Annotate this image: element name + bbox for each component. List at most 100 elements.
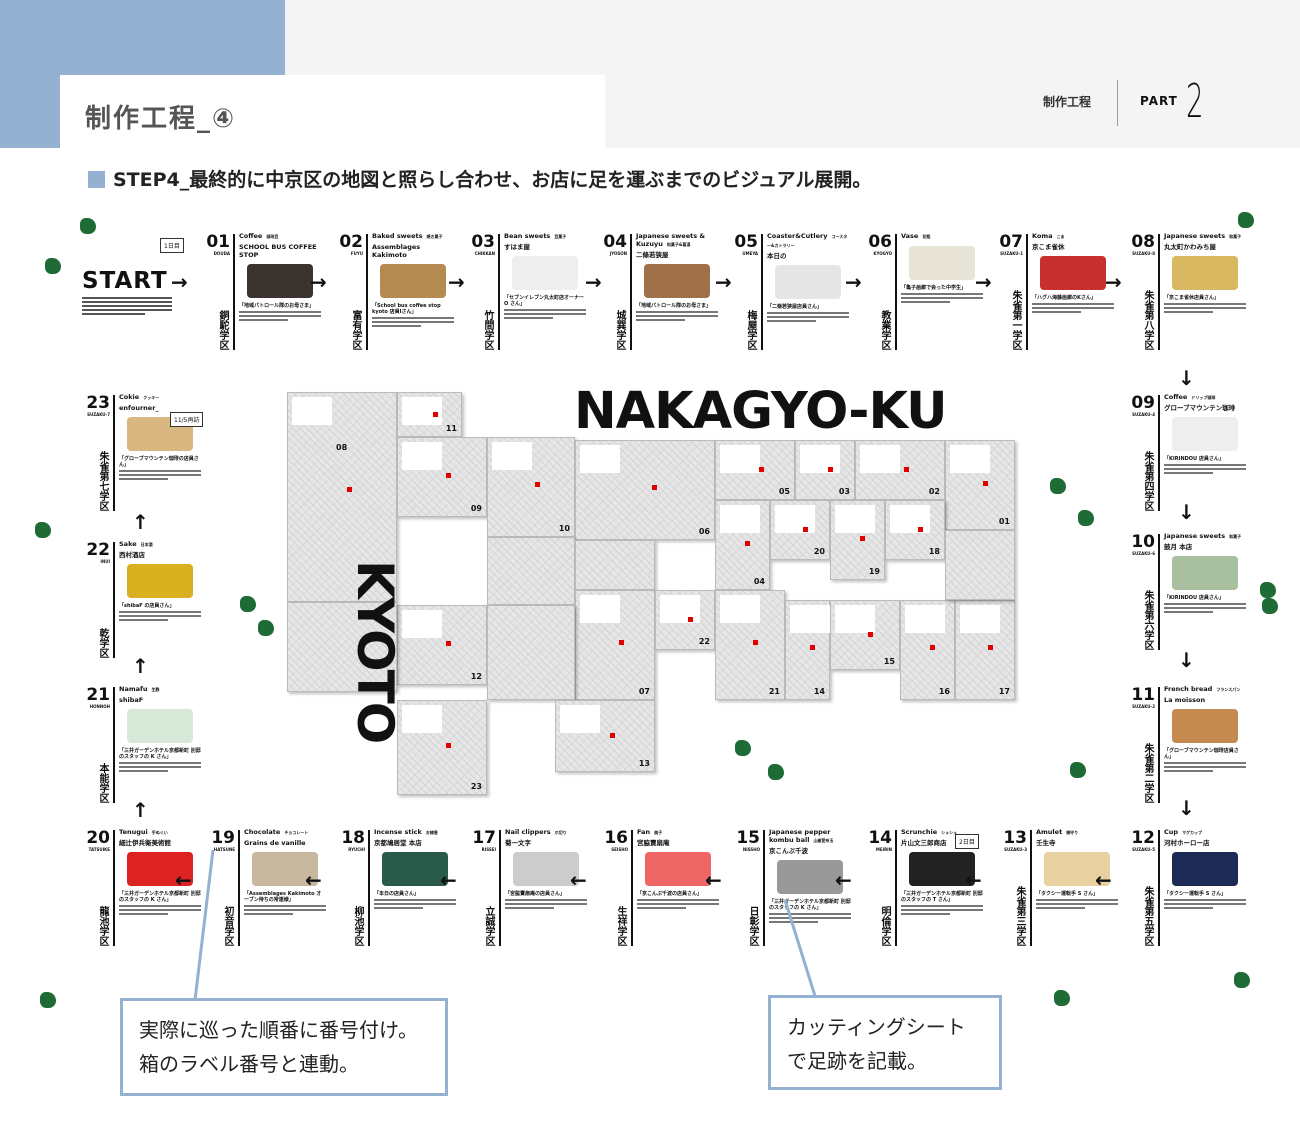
tree-icon — [80, 218, 96, 234]
item-category-jp: お線香 — [425, 830, 438, 835]
station-romaji: SUZAKU-8 — [1132, 251, 1155, 256]
map-block-note — [790, 605, 830, 633]
tree-icon — [1050, 478, 1066, 494]
section-label: 制作工程 — [1043, 95, 1092, 109]
station-romaji: HATSUNE — [213, 847, 235, 852]
map-block: 23 — [397, 700, 487, 795]
divider-line — [233, 234, 235, 350]
station-romaji: JYOSON — [609, 251, 627, 256]
station-romaji: FUYU — [350, 251, 363, 256]
location-marker-icon — [651, 485, 657, 491]
district-name: 富有学区 — [350, 310, 361, 350]
item-category-jp: 日本酒 — [140, 542, 153, 547]
map-block-label: 01 — [998, 517, 1010, 526]
station-romaji: CHIKKAN — [474, 251, 495, 256]
body-text-line — [119, 770, 169, 772]
tree-icon — [1070, 762, 1086, 778]
station-romaji: SUZAKU-2 — [1132, 704, 1155, 709]
body-text-line — [504, 309, 586, 311]
district-name: 乾学区 — [97, 628, 108, 658]
item-category-jp: 爪切り — [554, 830, 567, 835]
divider-line — [1026, 234, 1028, 350]
map-block: 22 — [655, 590, 715, 650]
body-text-line — [244, 913, 294, 915]
body-text-line — [1164, 762, 1246, 764]
body-text-line — [901, 301, 951, 303]
divider-line — [498, 234, 500, 350]
district-name: 立誠学区 — [483, 906, 494, 946]
map-block-note — [960, 605, 1000, 633]
body-text-line — [1164, 903, 1246, 905]
item-category-jp: チョコレート — [284, 830, 309, 835]
divider-line — [763, 830, 765, 946]
body-text-line — [637, 899, 719, 901]
map-block-note — [580, 445, 620, 473]
map-block-label: 20 — [813, 547, 825, 556]
map-block-label: 03 — [838, 487, 850, 496]
station-romaji: SUZAKU-3 — [1004, 847, 1027, 852]
map-block: 12 — [397, 605, 487, 685]
map-block — [945, 530, 1015, 600]
station-romaji: DOUDA — [213, 251, 230, 256]
item-photo — [1172, 556, 1238, 590]
route-arrow-icon: → — [310, 270, 327, 294]
location-marker-icon — [917, 527, 923, 533]
station-number: 03 — [471, 232, 495, 252]
route-arrow-icon: ↓ — [1178, 366, 1195, 390]
recommender: 「KIRINDOU 店員さん」 — [1164, 456, 1224, 462]
station-number: 14 — [868, 828, 892, 848]
item-category-jp: 手ぬぐい — [151, 830, 168, 835]
station-romaji: RYUCHI — [348, 847, 365, 852]
station-number: 15 — [736, 828, 760, 848]
divider-line — [113, 542, 115, 658]
location-marker-icon — [446, 473, 452, 479]
map-block: 07 — [575, 590, 655, 700]
body-text-line — [504, 317, 554, 319]
start-label: START — [82, 268, 168, 294]
location-marker-icon — [753, 639, 759, 645]
recommender: 「地域パトロール隊のお母さま」 — [636, 303, 712, 309]
station-number: 08 — [1131, 232, 1155, 252]
station-number: 10 — [1131, 532, 1155, 552]
divider-line — [113, 395, 115, 511]
station-number: 12 — [1131, 828, 1155, 848]
body-text-line — [767, 316, 849, 318]
body-text-line — [901, 297, 983, 299]
shop-name: enfourner_ — [119, 404, 159, 412]
station-number: 23 — [86, 393, 110, 413]
map-subtitle: KYOTO — [346, 560, 404, 743]
divider-line — [366, 234, 368, 350]
item-category-jp: 生麩 — [151, 687, 160, 692]
item-photo — [1044, 852, 1110, 886]
recommender: 「二條若狭屋店員さん」 — [767, 304, 823, 310]
location-marker-icon — [930, 645, 936, 651]
map-block-label: 15 — [883, 657, 895, 666]
recommender: 「KIRINDOU 店員さん」 — [1164, 595, 1224, 601]
map-block-note — [720, 505, 760, 533]
location-marker-icon — [687, 617, 693, 623]
map-block: 18 — [885, 500, 945, 560]
map-block-note — [492, 442, 532, 470]
tree-icon — [768, 764, 784, 780]
route-arrow-icon: ↓ — [1178, 648, 1195, 672]
map-block — [575, 540, 655, 590]
